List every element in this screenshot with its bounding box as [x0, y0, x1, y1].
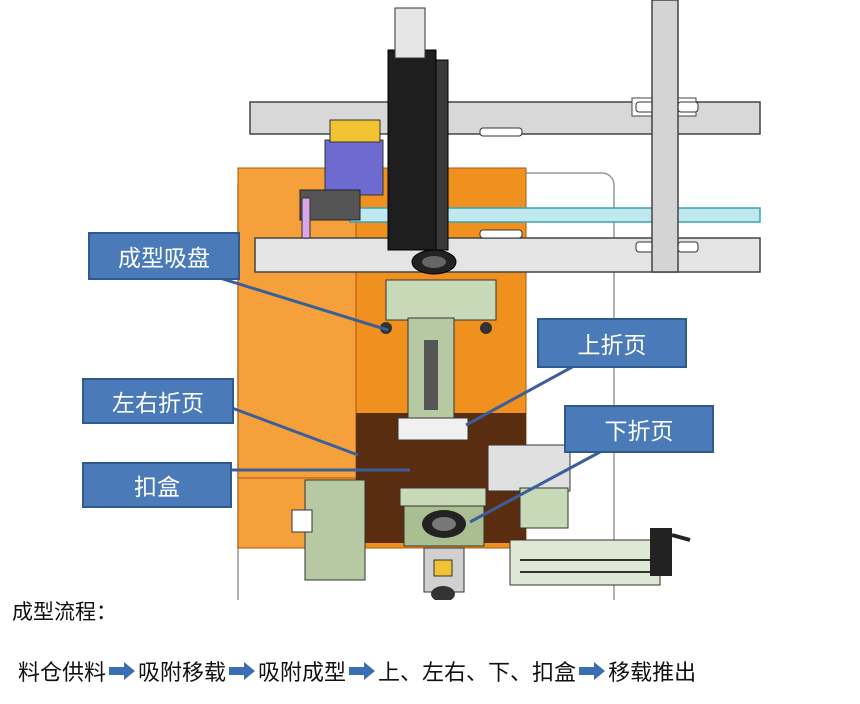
process-flow: 料仓供料 吸附移载 吸附成型 上、左右、下、扣盒 移载推出	[18, 655, 696, 687]
leader-forming-suction-cup	[209, 273, 389, 332]
arrow-right-icon	[109, 662, 136, 680]
machine-diagram	[209, 0, 761, 600]
callout-forming-suction-cup: 成型吸盘	[88, 232, 240, 280]
callout-upper-fold: 上折页	[537, 318, 687, 368]
right-fold-mechanism	[487, 444, 571, 492]
process-step: 料仓供料	[18, 661, 107, 686]
callout-box-buckle: 扣盒	[82, 462, 232, 508]
right-upright	[651, 0, 679, 273]
process-step: 吸附移载	[138, 661, 227, 686]
process-step: 吸附成型	[258, 661, 347, 686]
motor-block	[324, 139, 384, 196]
process-title: 成型流程：	[12, 600, 117, 624]
center-plate	[385, 279, 497, 321]
upper-fold-plate	[397, 417, 469, 441]
callout-left-right-fold: 左右折页	[82, 378, 234, 424]
arrow-right-icon	[349, 662, 376, 680]
leader-upper-fold	[465, 364, 575, 427]
handwheel-slide	[509, 539, 661, 586]
process-step: 移载推出	[608, 661, 697, 686]
vertical-column	[387, 49, 437, 251]
leader-left-right-fold	[231, 406, 359, 457]
left-bracket	[304, 479, 366, 581]
leader-lower-fold	[469, 450, 601, 524]
arrow-right-icon	[229, 662, 256, 680]
arrow-right-icon	[579, 662, 606, 680]
callout-lower-fold: 下折页	[564, 405, 714, 453]
process-step: 上、左右、下、扣盒	[378, 661, 577, 686]
